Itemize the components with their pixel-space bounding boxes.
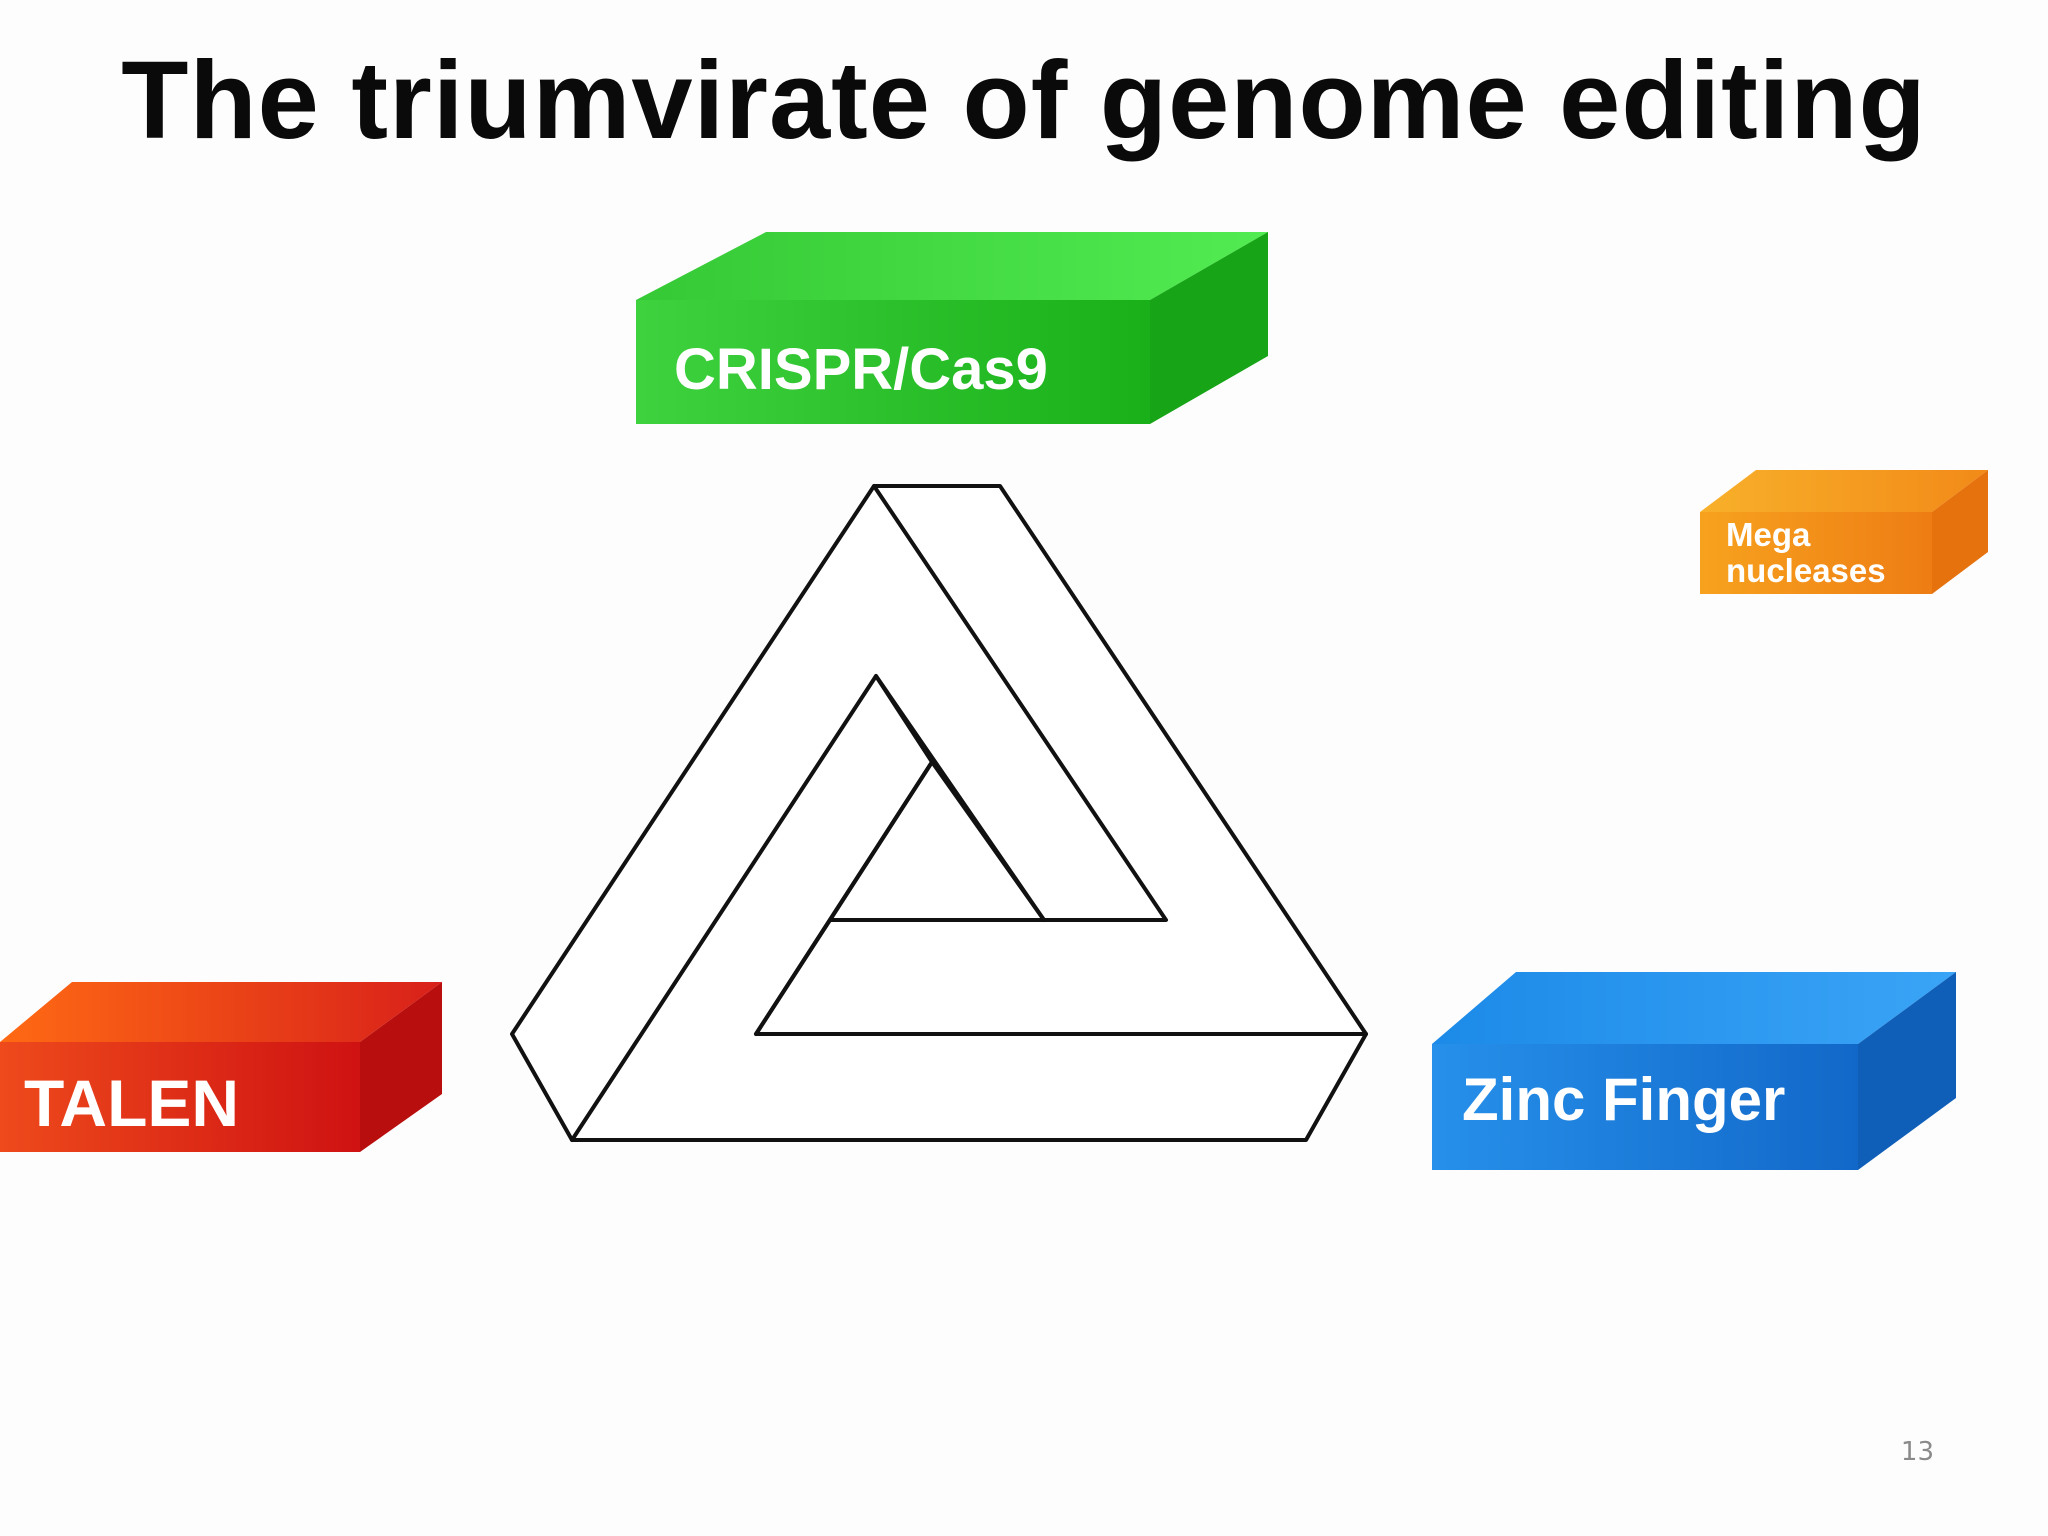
meganucleases-block-front [1700, 512, 1932, 594]
crispr-block-top [636, 232, 1268, 300]
talen-block: TALEN [0, 982, 442, 1152]
triangle-edge-a [872, 484, 1168, 922]
crispr-block-side [1150, 232, 1268, 424]
zinc-finger-block-top [1432, 972, 1956, 1044]
zinc-finger-block-side [1858, 972, 1956, 1170]
crispr-block-front [636, 300, 1150, 424]
talen-block-front [0, 1042, 360, 1152]
meganucleases-block: Mega nucleases [1700, 470, 1988, 594]
triangle-edge-d [874, 674, 934, 764]
meganucleases-label-line2: nucleases [1726, 552, 1886, 589]
zinc-finger-block: Zinc Finger [1432, 972, 1956, 1170]
slide-number: 13 [1900, 1437, 1934, 1467]
zinc-finger-block-front [1432, 1044, 1858, 1170]
crispr-label: CRISPR/Cas9 [674, 337, 1048, 402]
slide-title: The triumvirate of genome editing [121, 39, 1927, 162]
meganucleases-block-side [1932, 470, 1988, 594]
zinc-finger-label: Zinc Finger [1462, 1066, 1785, 1133]
meganucleases-label: Mega [1726, 516, 1811, 553]
triangle-edge-e [754, 918, 832, 1036]
talen-label: TALEN [24, 1066, 239, 1140]
talen-block-side [360, 982, 442, 1152]
crispr-block: CRISPR/Cas9 [636, 232, 1268, 424]
talen-block-top [0, 982, 442, 1042]
meganucleases-block-top [1700, 470, 1988, 512]
impossible-triangle-icon [510, 484, 1368, 1142]
